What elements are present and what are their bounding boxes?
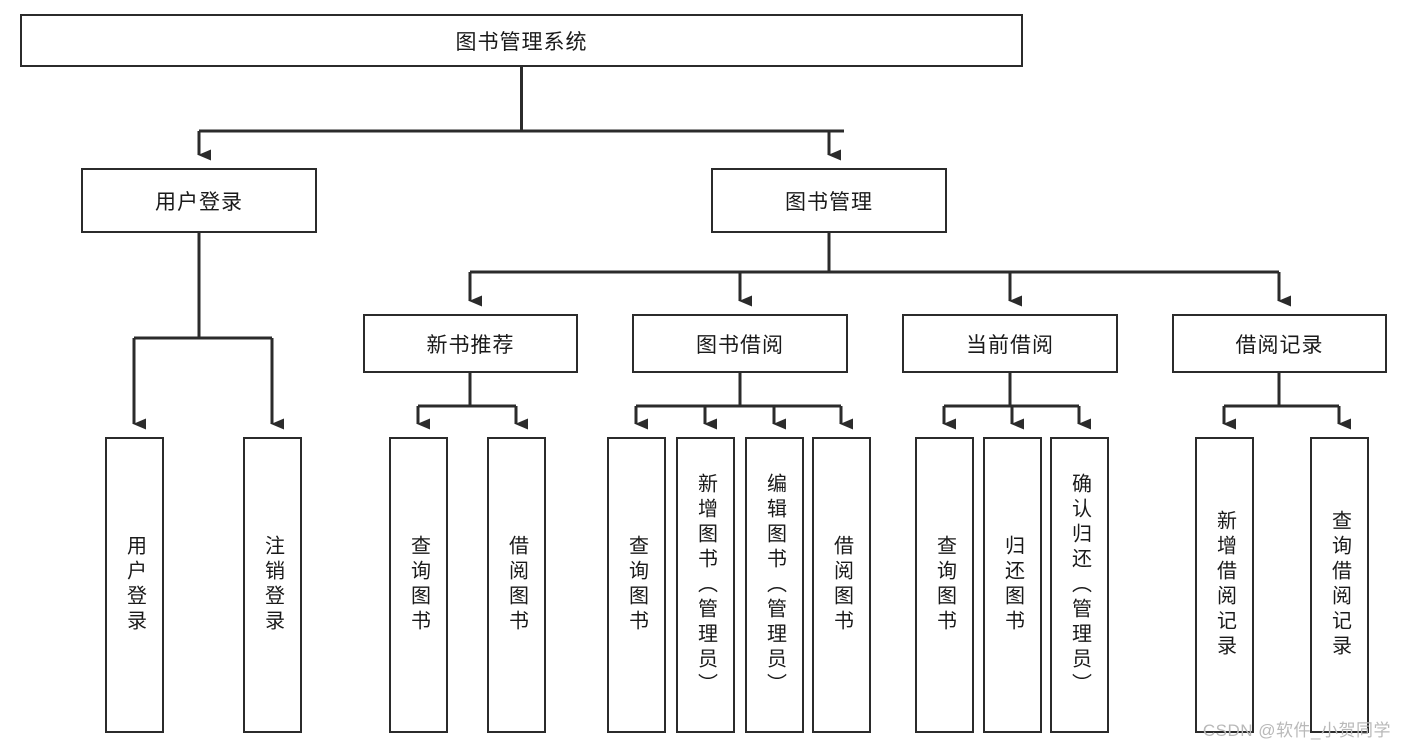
node-leaf-borrow-books[interactable]: 借阅图书 [812,437,871,733]
node-borrowing-records[interactable]: 借阅记录 [1172,314,1387,373]
node-current-borrowing[interactable]: 当前借阅 [902,314,1118,373]
connectors [132,67,1351,430]
node-label: 编辑图书（管理员） [763,472,786,698]
node-leaf-query-books-current[interactable]: 查询图书 [915,437,974,733]
node-label: 用户登录 [123,535,146,635]
node-book-borrowing[interactable]: 图书借阅 [632,314,848,373]
node-label: 当前借阅 [966,333,1054,357]
node-label: 注销登录 [261,535,284,635]
node-label: 查询图书 [407,535,430,635]
node-label: 图书管理 [785,190,873,214]
node-leaf-logout[interactable]: 注销登录 [243,437,302,733]
node-label: 确认归还（管理员） [1068,472,1091,698]
node-label: 用户登录 [155,190,243,214]
node-leaf-borrow-books-newbook[interactable]: 借阅图书 [487,437,546,733]
node-leaf-return-books[interactable]: 归还图书 [983,437,1042,733]
node-label: 查询图书 [933,535,956,635]
node-label: 归还图书 [1001,535,1024,635]
node-root-book-management-system[interactable]: 图书管理系统 [20,14,1023,67]
node-label: 新增借阅记录 [1213,510,1236,660]
node-leaf-confirm-return-admin[interactable]: 确认归还（管理员） [1050,437,1109,733]
node-leaf-user-login[interactable]: 用户登录 [105,437,164,733]
node-label: 新增图书（管理员） [694,472,717,698]
node-label: 查询借阅记录 [1328,510,1351,660]
node-label: 新书推荐 [426,333,515,357]
node-label: 图书管理系统 [455,30,588,54]
node-new-book-recommendation[interactable]: 新书推荐 [363,314,578,373]
node-leaf-add-book-admin[interactable]: 新增图书（管理员） [676,437,735,733]
node-leaf-edit-book-admin[interactable]: 编辑图书（管理员） [745,437,804,733]
node-label: 查询图书 [625,535,648,635]
node-leaf-add-borrow-record[interactable]: 新增借阅记录 [1195,437,1254,733]
node-label: 借阅记录 [1235,333,1324,357]
node-leaf-query-books-newbook[interactable]: 查询图书 [389,437,448,733]
node-book-management[interactable]: 图书管理 [711,168,947,233]
node-leaf-query-books-borrow[interactable]: 查询图书 [607,437,666,733]
node-leaf-query-borrow-record[interactable]: 查询借阅记录 [1310,437,1369,733]
node-label: 图书借阅 [696,333,784,357]
node-user-login[interactable]: 用户登录 [81,168,317,233]
node-label: 借阅图书 [505,535,528,635]
node-label: 借阅图书 [830,535,853,635]
